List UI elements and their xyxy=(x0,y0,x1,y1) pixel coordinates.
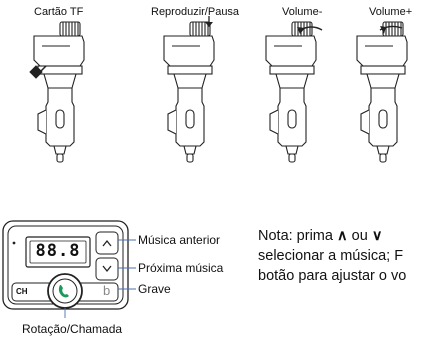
transmitter-2 xyxy=(163,21,215,163)
indicator-dot xyxy=(12,241,16,245)
up-chevron-icon xyxy=(102,239,112,247)
tf-card-icon xyxy=(29,65,47,79)
label-tf-card: Cartão TF xyxy=(34,6,84,18)
label-volume-down: Volume- xyxy=(282,6,323,18)
note-text: Nota: prima ∧ ou ∨ selecionar a música; … xyxy=(258,226,433,286)
transmitter-4 xyxy=(356,21,408,163)
label-play-pause: Reproduzir/Pausa xyxy=(151,6,240,18)
display-readout: 88.8 xyxy=(35,241,81,261)
ch-button: CH xyxy=(16,287,28,296)
callout-rotate-call: Rotação/Chamada xyxy=(22,322,123,336)
label-volume-up: Volume+ xyxy=(369,6,413,18)
press-arrow-icon xyxy=(205,16,213,27)
note-prefix: Nota: prima xyxy=(258,228,333,244)
rotate-left-arrow-icon xyxy=(297,26,323,34)
note-line-3: botão para ajustar o vo xyxy=(258,268,407,284)
down-chevron-icon xyxy=(102,265,112,273)
note-line-2: selecionar a música; F xyxy=(258,248,404,264)
device-front-panel xyxy=(2,220,129,310)
rotate-right-arrow-icon xyxy=(379,25,403,34)
phone-icon xyxy=(58,285,69,298)
note-down-symbol: ∨ xyxy=(371,228,383,244)
transmitter-3 xyxy=(265,21,317,163)
callout-next-track: Próxima música xyxy=(138,261,224,275)
note-up-symbol: ∧ xyxy=(336,228,348,244)
note-or: ou xyxy=(351,228,368,244)
callout-bass: Grave xyxy=(138,282,171,296)
callout-previous-track: Música anterior xyxy=(138,233,221,247)
transmitter-1 xyxy=(33,21,85,163)
bass-button: b xyxy=(103,283,111,298)
callout-lines xyxy=(64,239,136,318)
